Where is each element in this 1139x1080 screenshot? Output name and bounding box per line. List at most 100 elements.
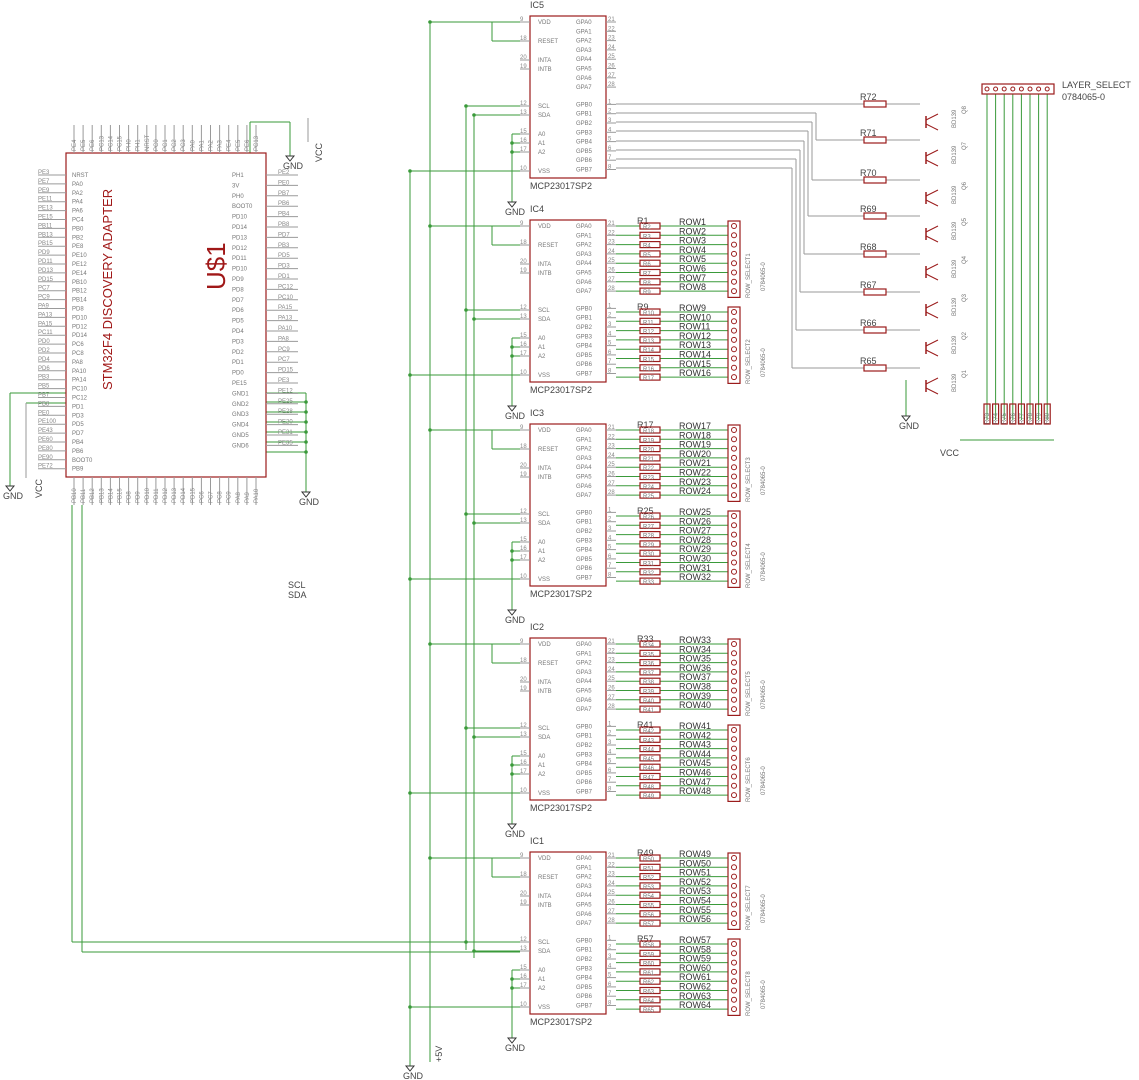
expander-pin-number: 17 <box>520 555 527 561</box>
row-net-label: ROW26 <box>679 516 711 526</box>
mcu-pin-number: PD11 <box>38 259 53 265</box>
mcu-pin-number: PE5 <box>81 139 87 151</box>
expander-pin-name: INTA <box>538 894 551 900</box>
expander-pin-number: 22 <box>608 230 615 236</box>
expander-pin-number: 13 <box>520 946 527 952</box>
row-resistor-label: R48 <box>643 785 655 791</box>
mcu-pin-number: PC8 <box>218 491 224 503</box>
expander-pin-name: GPA5 <box>576 689 592 695</box>
row-net-label: ROW22 <box>679 468 711 478</box>
expander-pin-number: 2 <box>608 731 612 737</box>
expander-pin-number: 12 <box>520 723 527 729</box>
row-resistor <box>639 772 661 781</box>
mcu-pin-number: PD13 <box>172 487 178 503</box>
row-net-label: ROW54 <box>679 896 711 906</box>
transistor-part: BD139 <box>952 109 958 128</box>
mcu-pin-number: PD11 <box>154 488 160 503</box>
expander-pin-name: GPB7 <box>576 168 593 174</box>
row-net-label: ROW18 <box>679 430 711 440</box>
expander-pin-number: 21 <box>608 639 615 645</box>
mcu-pin-name: PH1 <box>232 173 244 179</box>
connector-pin <box>731 241 737 248</box>
connector-pin <box>731 327 737 334</box>
layer-resistor <box>863 288 887 296</box>
gnd-symbol: GND <box>299 486 320 507</box>
layer-resistor-label: R69 <box>860 204 877 214</box>
expander-pin-number: 15 <box>520 751 527 757</box>
expander-pin-number: 18 <box>520 240 527 246</box>
expander-pin-number: 9 <box>520 425 524 431</box>
expander-pin-number: 12 <box>520 305 527 311</box>
gnd-icon <box>506 1037 518 1044</box>
row-resistor <box>639 308 661 316</box>
pulldown-resistor <box>1034 403 1043 425</box>
expander-pin-name: GPA6 <box>576 912 592 918</box>
expander-pin-name: GPA7 <box>576 85 592 91</box>
gnd-symbol: GND <box>3 480 24 501</box>
expander-body <box>529 219 607 383</box>
pulldown-resistor <box>1009 403 1017 425</box>
connector-pin <box>731 513 737 519</box>
pulldown-label: R79 <box>1037 412 1043 424</box>
mcu-pin-name: PE8 <box>72 244 84 250</box>
mcu-pin-number: PA8 <box>278 336 290 342</box>
expander-pin-number: 20 <box>520 259 527 265</box>
expander-pin-name: GPA0 <box>576 428 592 434</box>
junction-dot <box>304 450 308 454</box>
connector-pin <box>731 454 737 461</box>
row-resistor <box>639 696 661 704</box>
expander-pin-name: GPB5 <box>576 985 593 991</box>
transistor-part: BD139 <box>952 297 958 316</box>
layer-select-name: LAYER_SELECT <box>1062 80 1131 90</box>
row-resistor-label: R24 <box>643 485 655 491</box>
row-resistor-label: R26 <box>643 515 655 521</box>
vcc-symbol: VCC <box>314 142 324 162</box>
row-resistor-label: R52 <box>643 876 655 882</box>
row-resistor <box>639 250 661 258</box>
connector-pin <box>731 559 737 566</box>
mcu-pin-name: GND6 <box>232 443 249 449</box>
expander-part: MCP23017SP2 <box>530 589 592 599</box>
connector-pin <box>731 968 737 975</box>
row-resistor-label: R61 <box>643 971 655 977</box>
row-resistor <box>639 463 661 471</box>
row-resistor <box>639 287 661 295</box>
pulldown-resistor <box>1043 403 1051 425</box>
mcu-pin-number: PA9 <box>38 304 50 310</box>
row-select-connector <box>727 852 741 931</box>
mcu-pin-name: PD14 <box>72 333 88 339</box>
mcu-pin-number: PC7 <box>38 286 50 292</box>
expander-pin-number: 28 <box>608 82 615 88</box>
expander-pin-name: GPB1 <box>576 112 593 118</box>
row-resistor-banks: R1R2ROW1R3ROW2R4ROW3R5ROW4R6ROW5R7ROW6R8… <box>637 216 767 1017</box>
row-resistor-label: R64 <box>643 999 655 1005</box>
mcu-pin-number: PC0 <box>154 139 160 151</box>
gnd-label: GND <box>899 421 920 431</box>
row-resistor-label: R14 <box>643 348 655 354</box>
mcu-pin-number: PE20 <box>278 420 293 426</box>
connector-pin <box>731 892 737 899</box>
expander-pin-name: GPB2 <box>576 743 593 749</box>
expander-pin-name: GPA1 <box>576 29 592 35</box>
row-resistor <box>639 949 661 957</box>
connector-part: 0784065-0 <box>761 894 767 923</box>
row-resistor-label: R18 <box>643 429 655 435</box>
mcu-pin-number: PD7 <box>278 232 290 238</box>
mcu-pin-number: PC13 <box>99 135 105 151</box>
row-resistor-label: R43 <box>643 738 655 744</box>
expander-pin-name: VDD <box>538 224 551 230</box>
expander-pin-name: GPB0 <box>576 102 593 108</box>
mcu-pin-number: PD5 <box>278 253 290 259</box>
expander-pin-number: 16 <box>520 974 527 980</box>
gnd-label: GND <box>299 497 320 507</box>
row-net-label: ROW19 <box>679 440 711 450</box>
row-net-label: ROW52 <box>679 877 711 887</box>
mcu-designator: U$1 <box>201 242 231 290</box>
row-resistor-label: R60 <box>643 962 655 968</box>
mcu-pin-number: PE9 <box>38 188 50 194</box>
vcc-label: VCC <box>314 142 324 162</box>
expander-pin-number: 12 <box>520 937 527 943</box>
connector-pin <box>731 745 737 752</box>
row-resistor-label: R9 <box>643 290 651 296</box>
expander-pin-name: VSS <box>538 169 550 175</box>
